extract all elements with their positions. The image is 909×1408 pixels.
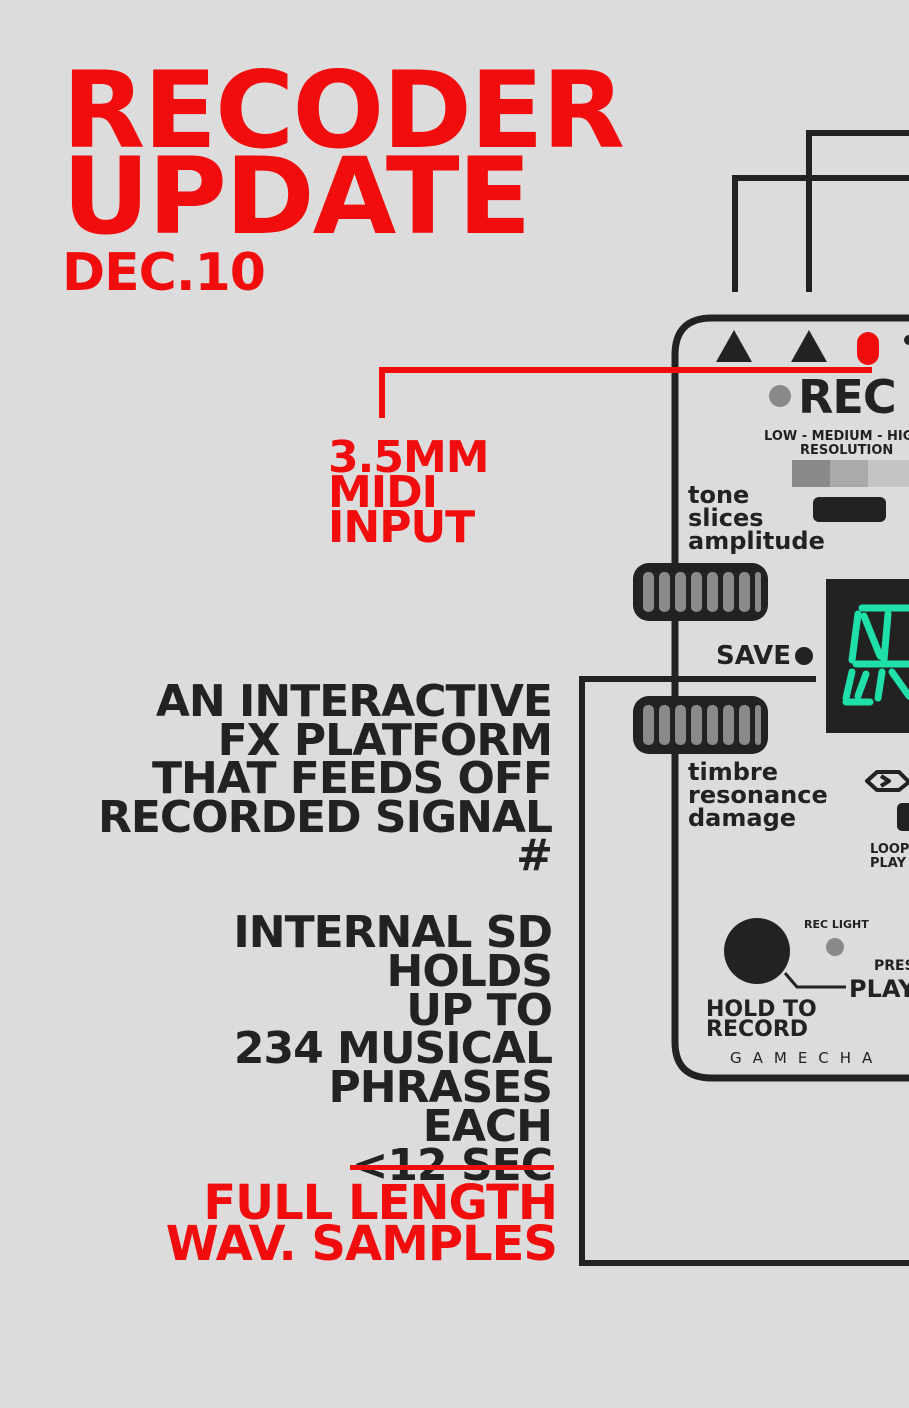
midi-line-1: 3.5MM <box>328 432 490 483</box>
param-tone[interactable]: tone <box>688 481 750 509</box>
signal-path-line <box>579 676 909 1266</box>
segment-display <box>826 579 909 733</box>
storage-line: EACH <box>422 1100 553 1152</box>
title-line-2: UPDATE <box>62 135 531 258</box>
encoder-top[interactable] <box>633 563 768 621</box>
description-line: AN INTERACTIVE <box>155 676 553 727</box>
press-label: PRES <box>874 958 909 974</box>
hold-label-line-2: RECORD <box>706 1017 809 1042</box>
storage-line: PHRASES <box>328 1062 553 1114</box>
rec-light-label: REC LIGHT <box>804 918 869 931</box>
status-led <box>769 385 791 407</box>
resolution-swatch-medium[interactable] <box>830 460 868 487</box>
highlight-block: FULL LENGTH WAV. SAMPLES <box>165 1175 558 1272</box>
storage-block: INTERNAL SD HOLDS UP TO 234 MUSICAL PHRA… <box>233 907 555 1191</box>
description-line: THAT FEEDS OFF <box>151 753 553 804</box>
midi-callout-label: 3.5MM MIDI INPUT <box>328 432 490 553</box>
title-line-1: RECODER <box>62 49 625 172</box>
encoder-bottom[interactable] <box>633 696 768 754</box>
save-led <box>795 647 813 665</box>
storage-line: UP TO <box>406 984 553 1036</box>
storage-line: INTERNAL SD <box>233 907 553 958</box>
device-name: REC <box>798 370 897 424</box>
triangle-up-icon <box>791 330 827 362</box>
highlight-line: WAV. SAMPLES <box>165 1216 558 1272</box>
resolution-label-top: LOW - MEDIUM - HIG <box>764 429 909 444</box>
param-amplitude[interactable]: amplitude <box>688 527 825 555</box>
footswitch-leader-line <box>783 972 846 989</box>
cable-2 <box>732 175 909 292</box>
description-line: FX PLATFORM <box>217 714 553 766</box>
midi-line-3: INPUT <box>328 502 475 553</box>
resolution-swatch-high[interactable] <box>868 460 909 487</box>
midi-jack[interactable] <box>857 332 879 365</box>
poster-title: RECODER UPDATE <box>62 49 625 258</box>
param-damage[interactable]: damage <box>688 804 797 832</box>
midi-callout-line <box>379 367 872 418</box>
title-date: DEC.10 <box>62 243 266 303</box>
midi-line-2: MIDI <box>328 467 438 518</box>
loop-switch[interactable] <box>897 803 909 831</box>
record-footswitch[interactable] <box>724 918 790 984</box>
param-slices[interactable]: slices <box>688 504 764 532</box>
param-switch[interactable] <box>813 497 886 522</box>
loop-label: LOOP <box>870 842 909 857</box>
triangle-up-icon <box>716 330 752 362</box>
save-label[interactable]: SAVE <box>716 641 791 671</box>
param-timbre[interactable]: timbre <box>688 758 778 786</box>
cable-1 <box>806 130 909 292</box>
loop-arrow-icon[interactable] <box>865 770 909 792</box>
description-line: RECORDED SIGNAL <box>97 791 553 843</box>
param-group-bottom: timbre resonance damage <box>688 758 828 832</box>
play-label-small: PLAY <box>870 856 907 871</box>
play-label: PLAY <box>849 975 909 1003</box>
hold-to-record-label: HOLD TO RECORD <box>706 997 817 1042</box>
hold-label-line-1: HOLD TO <box>706 997 817 1022</box>
jack-dot <box>904 335 909 345</box>
description-block: AN INTERACTIVE FX PLATFORM THAT FEEDS OF… <box>97 676 553 881</box>
struck-duration: <12 SEC <box>349 1139 555 1191</box>
description-hash: # <box>516 830 553 881</box>
storage-line: HOLDS <box>386 945 553 997</box>
resolution-swatch-low[interactable] <box>792 460 830 487</box>
highlight-line: FULL LENGTH <box>203 1175 558 1231</box>
storage-line: 234 MUSICAL <box>233 1023 553 1075</box>
resolution-label-bottom: RESOLUTION <box>800 443 894 458</box>
rec-light-led <box>826 938 844 956</box>
param-group-top: tone slices amplitude <box>688 481 825 555</box>
brand-wordmark: GAMECHA <box>730 1049 884 1067</box>
param-resonance[interactable]: resonance <box>688 781 828 809</box>
loop-play-label: LOOP PLAY <box>870 843 909 871</box>
